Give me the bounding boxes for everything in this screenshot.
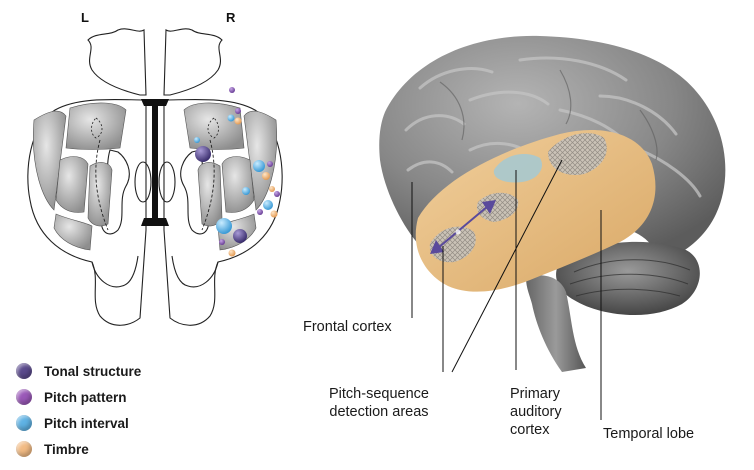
- dot-timbre: [269, 186, 275, 192]
- temporal-lobe-label: Temporal lobe: [603, 426, 695, 442]
- dot-pitch-pattern: [229, 87, 235, 93]
- pitch-sequence-label: Pitch-sequence detection areas: [329, 385, 429, 421]
- leader-lines: [411, 159, 602, 420]
- legend-label: Timbre: [44, 441, 89, 457]
- legend-label: Pitch pattern: [44, 389, 127, 405]
- leader-pitch-seq-2: [451, 159, 563, 373]
- dot-pitch-interval: [216, 218, 232, 234]
- dot-timbre: [228, 249, 236, 257]
- right-cortical-regions: [183, 102, 277, 251]
- dot-timbre: [270, 210, 278, 218]
- cerebellum: [556, 241, 700, 316]
- brainstem: [526, 275, 586, 372]
- dashed-tracts: [95, 139, 215, 231]
- legend-label: Pitch interval: [44, 415, 129, 431]
- left-hemisphere-label: L: [81, 10, 89, 25]
- dot-pitch-interval: [227, 114, 235, 122]
- frontal-cortex-label: Frontal cortex: [303, 319, 392, 335]
- pitch-sequence-arrow: [430, 200, 496, 254]
- dot-pitch-interval: [194, 137, 200, 143]
- right-hemisphere-label: R: [226, 10, 236, 25]
- dot-pitch-pattern: [235, 108, 241, 114]
- dot-pitch-interval: [253, 160, 265, 172]
- lower-lobe-left: [91, 255, 139, 288]
- tonal-structure-dot-icon: [16, 363, 32, 379]
- primary-auditory-label-line2: auditory: [510, 404, 562, 420]
- dot-tonal-structure: [195, 146, 211, 162]
- ventricle-right: [158, 161, 176, 203]
- right-frontal-outline: [163, 28, 223, 96]
- primary-auditory-label-line1: Primary: [510, 386, 560, 402]
- primary-auditory-label-line3: cortex: [510, 422, 550, 438]
- pitch-sequence-label-line2: detection areas: [329, 404, 429, 420]
- dot-tonal-structure: [233, 229, 247, 243]
- primary-auditory-label: Primary auditory cortex: [510, 385, 562, 439]
- dot-timbre: [234, 117, 242, 125]
- dot-timbre: [262, 172, 270, 180]
- timbre-dot-icon: [16, 441, 32, 457]
- dot-pitch-pattern: [267, 161, 273, 167]
- legend-item-pitch-pattern: Pitch pattern: [16, 384, 216, 410]
- dot-pitch-interval: [242, 187, 250, 195]
- legend-item-pitch-interval: Pitch interval: [16, 410, 216, 436]
- pitch-interval-dot-icon: [16, 415, 32, 431]
- activation-dots: [194, 87, 280, 257]
- pitch-sequence-label-line1: Pitch-sequence: [329, 386, 429, 402]
- legend-label: Tonal structure: [44, 363, 142, 379]
- dot-pitch-pattern: [257, 209, 263, 215]
- pitch-pattern-dot-icon: [16, 389, 32, 405]
- pitch-sequence-area-1: [429, 226, 476, 263]
- dot-pitch-pattern: [219, 239, 225, 245]
- legend-item-tonal-structure: Tonal structure: [16, 358, 216, 384]
- left-frontal-outline: [87, 28, 147, 96]
- blue-auditory-patch: [493, 154, 542, 183]
- primary-auditory-area: [548, 133, 607, 176]
- left-cortical-regions: [33, 102, 127, 251]
- ventricle-left: [134, 161, 152, 203]
- midline-bar: [141, 99, 169, 226]
- dot-pitch-pattern: [274, 191, 280, 197]
- lower-lobe-right: [171, 255, 219, 288]
- dot-pitch-interval: [263, 200, 273, 210]
- pitch-sequence-area-2: [476, 192, 519, 222]
- legend: Tonal structure Pitch pattern Pitch inte…: [16, 358, 216, 462]
- legend-item-timbre: Timbre: [16, 436, 216, 462]
- lateral-brain: [379, 35, 726, 372]
